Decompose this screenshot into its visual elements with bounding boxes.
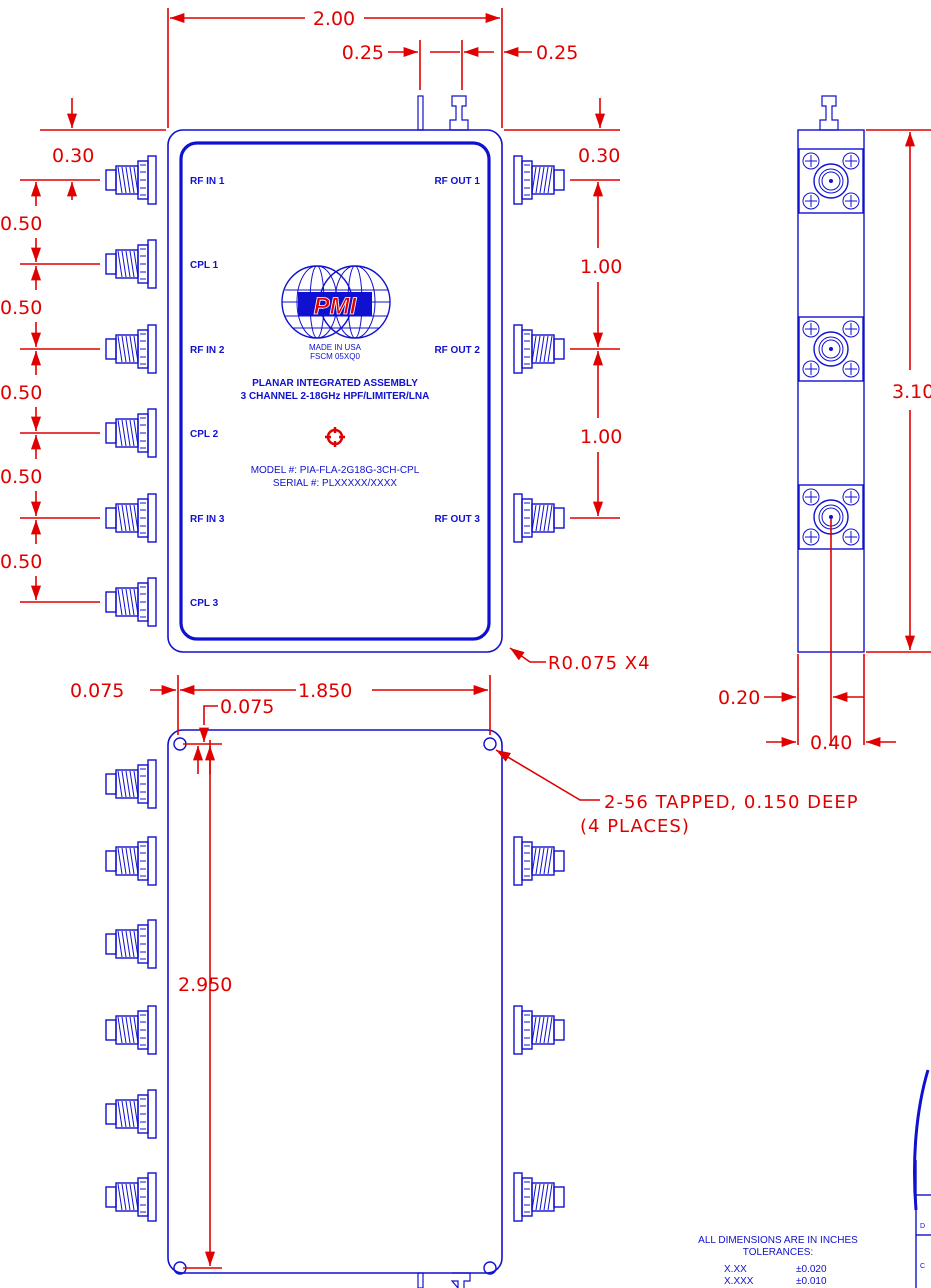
assembly-subtitle: 3 CHANNEL 2-18GHz HPF/LIMITER/LNA <box>241 391 430 402</box>
made-in-usa: MADE IN USA <box>309 343 362 352</box>
flange-connector-1 <box>798 148 864 214</box>
bottom-connector-l6 <box>105 1172 157 1222</box>
connector-cpl-3 <box>105 577 157 627</box>
port-rf-in-2: RF IN 2 <box>190 345 225 356</box>
bottom-view-dimensions: 0.075 1.850 0.075 2.950 2-56 TAPPED, 0.1… <box>70 675 859 1269</box>
title-block: D C <box>913 1069 931 1288</box>
bottom-view <box>105 729 564 1288</box>
dim-pitch-right-1: 1.00 <box>580 256 622 278</box>
pin-post <box>417 95 424 131</box>
tol-value-2: ±0.010 <box>796 1276 827 1287</box>
bottom-connector-l2 <box>105 836 157 886</box>
logo-text: PMI <box>314 293 358 320</box>
title-block-row-d: D <box>920 1223 925 1230</box>
port-cpl-2: CPL 2 <box>190 429 219 440</box>
assembly-title: PLANAR INTEGRATED ASSEMBLY <box>252 378 418 389</box>
dim-pitch-left-2: 0.50 <box>0 297 42 319</box>
connector-rf-in-1 <box>105 155 157 205</box>
side-ground-screw <box>819 95 839 131</box>
bottom-connector-l5 <box>105 1089 157 1139</box>
notes: ALL DIMENSIONS ARE IN INCHES TOLERANCES:… <box>698 1235 858 1287</box>
bottom-connector-l4 <box>105 1005 157 1055</box>
dim-side-offset: 0.20 <box>718 687 760 709</box>
dim-side-width: 0.40 <box>810 732 852 754</box>
connector-rf-out-1 <box>514 156 564 204</box>
fscm-code: FSCM 05XQ0 <box>310 352 360 361</box>
tol-value-1: ±0.020 <box>796 1264 827 1275</box>
port-rf-out-1: RF OUT 1 <box>434 176 480 187</box>
port-rf-out-3: RF OUT 3 <box>434 514 480 525</box>
top-view: RF IN 1 CPL 1 RF IN 2 CPL 2 RF IN 3 CPL … <box>105 95 564 653</box>
dim-side-height: 3.10 <box>892 381 931 403</box>
dim-top-right-offset: 0.30 <box>578 145 620 167</box>
port-rf-in-1: RF IN 1 <box>190 176 225 187</box>
connector-rf-in-3 <box>105 493 157 543</box>
connector-rf-out-3 <box>514 494 564 542</box>
dim-pitch-left-1: 0.50 <box>0 213 42 235</box>
tapped-hole-2 <box>483 737 497 751</box>
callout-tapped: 2-56 TAPPED, 0.150 DEEP <box>604 792 859 813</box>
tol-label-1: X.XX <box>724 1264 747 1275</box>
pmi-logo-globe: PMI <box>281 265 391 339</box>
dim-overall-width: 2.00 <box>313 8 355 30</box>
dim-hole-offset-x: 0.075 <box>70 680 124 702</box>
bottom-connector-r2 <box>514 1006 564 1054</box>
connector-rf-in-2 <box>105 324 157 374</box>
housing-outline <box>167 129 503 653</box>
port-cpl-1: CPL 1 <box>190 260 219 271</box>
dim-hole-offset-y: 0.075 <box>220 696 274 718</box>
port-rf-out-2: RF OUT 2 <box>434 345 480 356</box>
note-tolerances: TOLERANCES: <box>743 1247 813 1258</box>
port-cpl-3: CPL 3 <box>190 598 219 609</box>
model-number: MODEL #: PIA-FLA-2G18G-3CH-CPL <box>251 465 420 476</box>
title-block-row-c: C <box>920 1263 925 1270</box>
dim-hole-span-x: 1.850 <box>298 680 352 702</box>
callout-places: (4 PLACES) <box>580 816 690 837</box>
dim-conn-offset-right: 0.25 <box>536 42 578 64</box>
connector-cpl-1 <box>105 239 157 289</box>
note-units: ALL DIMENSIONS ARE IN INCHES <box>698 1235 858 1246</box>
connector-cpl-2 <box>105 408 157 458</box>
bottom-connector-l1 <box>105 759 157 809</box>
bottom-connector-r1 <box>514 837 564 885</box>
dim-hole-span-y: 2.950 <box>178 974 232 996</box>
dim-pitch-right-2: 1.00 <box>580 426 622 448</box>
bottom-housing-outline <box>167 729 503 1274</box>
flange-connector-2 <box>798 316 864 382</box>
dim-top-left-offset: 0.30 <box>52 145 94 167</box>
bottom-connector-r3 <box>514 1173 564 1221</box>
dim-pitch-left-4: 0.50 <box>0 466 42 488</box>
serial-number: SERIAL #: PLXXXXX/XXXX <box>273 478 397 489</box>
tapped-hole-4 <box>483 1261 497 1275</box>
connector-rf-out-2 <box>514 325 564 373</box>
port-rf-in-3: RF IN 3 <box>190 514 225 525</box>
ground-screw <box>449 95 469 131</box>
tol-label-2: X.XXX <box>724 1276 754 1287</box>
dim-pitch-left-3: 0.50 <box>0 382 42 404</box>
dim-pitch-left-5: 0.50 <box>0 551 42 573</box>
side-view-dimensions: 3.10 0.20 0.40 <box>718 129 931 754</box>
top-view-dimensions: 2.00 0.25 0.25 0.30 0.50 0.50 0.50 0.50 <box>0 8 651 674</box>
dim-corner-radius: R0.075 X4 <box>548 653 651 674</box>
esd-symbol-icon <box>325 427 345 447</box>
label-plate <box>179 141 491 641</box>
dim-conn-offset-left: 0.25 <box>342 42 384 64</box>
bottom-connector-l3 <box>105 919 157 969</box>
